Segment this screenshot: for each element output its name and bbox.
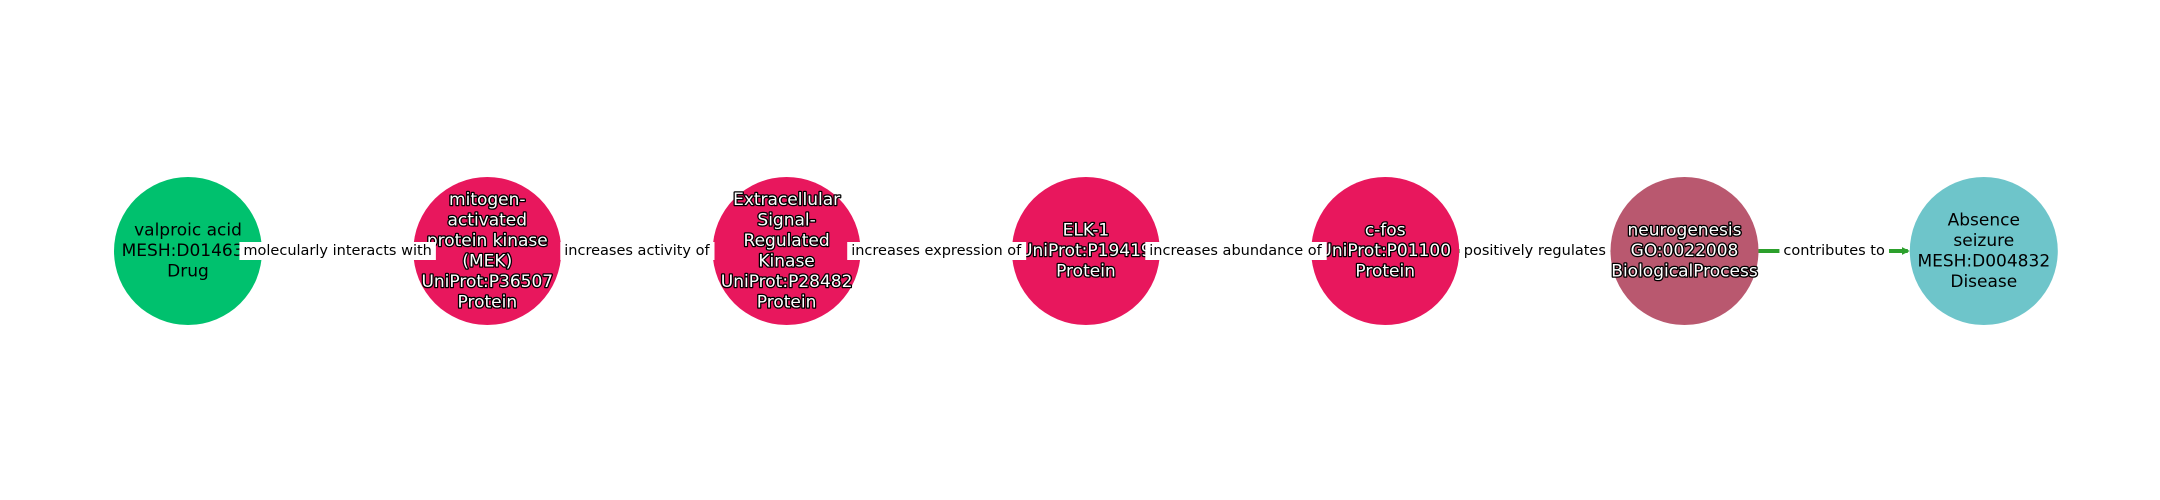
- node-label-line: Signal-: [757, 210, 815, 230]
- node-label-line: GO:0022008: [1631, 241, 1739, 261]
- node-label-line: UniProt:P36507: [421, 272, 553, 292]
- node-label-line: (MEK): [462, 251, 512, 271]
- node-label-line: ELK-1: [1063, 221, 1110, 241]
- node-label-line: Protein: [458, 292, 518, 312]
- edge-label-background: [560, 242, 715, 260]
- node-label-line: Protein: [1056, 262, 1116, 282]
- edge-label-background: [1779, 242, 1889, 260]
- node-label-line: neurogenesis: [1628, 221, 1742, 241]
- node-label-line: Kinase: [758, 251, 814, 271]
- edge-label: increases expression of: [851, 243, 1022, 259]
- edge-label: positively regulates: [1464, 243, 1606, 259]
- node-circle[interactable]: [114, 177, 262, 325]
- node-circle[interactable]: [712, 177, 861, 325]
- edge-label: increases abundance of: [1149, 243, 1322, 259]
- node-label-line: seizure: [1953, 231, 2014, 251]
- node-label-line: Extracellular: [733, 190, 840, 210]
- node[interactable]: ExtracellularSignal-RegulatedKinaseUniPr…: [712, 177, 861, 325]
- node-circle[interactable]: [1610, 177, 1759, 325]
- edge-label: molecularly interacts with: [243, 243, 431, 259]
- node-circle[interactable]: [1011, 177, 1160, 325]
- node-circle[interactable]: [413, 177, 562, 325]
- node-label-line: MESH:D014635: [122, 241, 255, 261]
- edge-label: contributes to: [1783, 243, 1885, 259]
- node-label-line: Drug: [167, 262, 209, 282]
- node-label-line: UniProt:P19419: [1020, 241, 1152, 261]
- node-label-line: Absence: [1948, 210, 2020, 230]
- edge-label-background: [1145, 242, 1327, 260]
- edge-labels-layer: molecularly interacts with increases acti…: [239, 242, 1889, 260]
- node-label-line: activated: [448, 210, 528, 230]
- node-label-line: mitogen-: [449, 190, 526, 210]
- edge-label-background: [847, 242, 1027, 260]
- node-label-line: c-fos: [1365, 221, 1406, 241]
- edge-label-background: [1459, 242, 1610, 260]
- node-circle[interactable]: [1909, 177, 2058, 325]
- node-label-line: MESH:D004832: [1917, 251, 2050, 271]
- node-label-line: Protein: [757, 292, 817, 312]
- node-label-line: UniProt:P01100: [1319, 241, 1451, 261]
- node-label-line: Protein: [1355, 262, 1415, 282]
- node-label-line: valproic acid: [134, 221, 242, 241]
- edge-label-background: [239, 242, 436, 260]
- edge-label: increases activity of: [564, 243, 710, 259]
- node-label-line: BiologicalProcess: [1611, 262, 1758, 282]
- node-label-line: Regulated: [744, 231, 830, 251]
- node-label-line: UniProt:P28482: [721, 272, 853, 292]
- node-label-line: protein kinase: [427, 231, 548, 251]
- node-label-line: Disease: [1950, 272, 2017, 292]
- node-circle[interactable]: [1311, 177, 1460, 325]
